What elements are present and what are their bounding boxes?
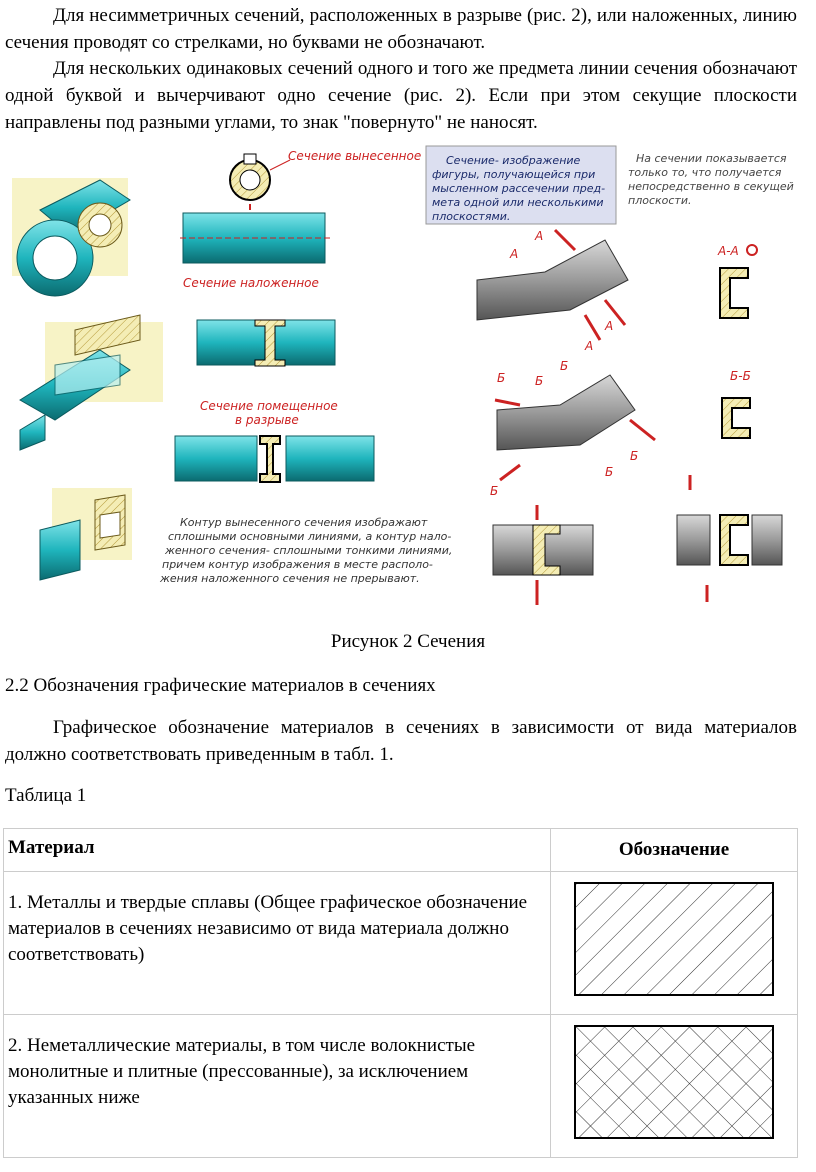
definition-line: мысленном рассечении пред-	[432, 182, 605, 195]
figure-caption: Рисунок 2 Сечения	[330, 631, 486, 652]
label-superimposed-section: Сечение наложенное	[183, 276, 319, 290]
materials-table: Материал Обозначение 1. Металлы и тверды…	[3, 828, 798, 1158]
paragraph-material-designation: Графическое обозначение материалов в сеч…	[5, 717, 797, 765]
note-line: только то, что получается	[628, 166, 782, 179]
note-line: непосредственно в секущей	[628, 180, 794, 193]
letter-a: А	[534, 229, 543, 243]
table-row: 1. Металлы и твердые сплавы (Общее графи…	[3, 871, 798, 1015]
letter-b: Б	[560, 359, 568, 373]
i-beam-3d-drawing	[19, 314, 163, 451]
bent-bar-b: Б Б Б Б Б Б Б-Б	[490, 359, 751, 498]
material-cell: 2. Неметаллические материалы, в том числ…	[3, 1014, 551, 1158]
definition-line: Сечение- изображение	[446, 154, 581, 167]
note-text: На сечении показывается только то, что п…	[628, 152, 794, 207]
section-heading: 2.2 Обозначения графические материалов в…	[5, 675, 436, 696]
contour-note-line: сплошными основными линиями, а контур на…	[168, 530, 451, 543]
definition-line: плоскостями.	[432, 210, 510, 223]
contour-note: Контур вынесенного сечения изображают сп…	[159, 516, 452, 585]
material-cell: 1. Металлы и твердые сплавы (Общее графи…	[3, 871, 551, 1015]
nonmetal-crosshatch-swatch	[574, 1025, 774, 1139]
table-caption: Таблица 1	[5, 785, 87, 806]
letter-a: А	[604, 319, 613, 333]
bent-bar-a: А А А А А-А	[476, 228, 758, 353]
letter-a: А	[509, 247, 518, 261]
channel-3d-drawing	[39, 488, 132, 581]
figure-sections: Сечение вынесенное Сечение наложенное Се…	[12, 145, 794, 605]
table-row: 2. Неметаллические материалы, в том числ…	[3, 1014, 798, 1158]
contour-note-line: женного сечения- сплошными тонкими линия…	[164, 544, 452, 557]
letter-a: А	[584, 339, 593, 353]
paragraph-identical-sections: Для нескольких одинаковых сечений одного…	[5, 58, 797, 133]
label-section-break-1: Сечение помещенное	[200, 399, 338, 413]
label-section-bb: Б-Б	[730, 369, 751, 383]
designation-cell	[550, 1014, 798, 1158]
definition-line: фигуры, получающейся при	[432, 168, 595, 181]
removed-section-example: Сечение вынесенное	[180, 149, 421, 264]
section-in-break-example: Сечение помещенное в разрыве	[174, 399, 375, 483]
label-removed-section: Сечение вынесенное	[288, 149, 421, 163]
pipe-3d-drawing	[12, 178, 131, 297]
note-line: плоскости.	[628, 194, 691, 207]
designation-cell	[550, 871, 798, 1015]
table-header-row: Материал Обозначение	[3, 828, 798, 872]
superimposed-section-example: Сечение наложенное	[183, 276, 336, 367]
label-section-aa: А-А	[717, 244, 739, 258]
definition-box: Сечение- изображение фигуры, получающейс…	[425, 145, 617, 225]
definition-line: мета одной или несколькими	[432, 196, 604, 209]
letter-b: Б	[535, 374, 543, 388]
header-material: Материал	[3, 828, 551, 872]
contour-note-line: жения наложенного сечения не прерывают.	[159, 572, 420, 585]
letter-b: Б	[630, 449, 638, 463]
letter-b: Б	[497, 371, 505, 385]
metal-hatch-swatch	[574, 882, 774, 996]
contour-note-line: причем контур изображения в месте распол…	[162, 558, 433, 571]
contour-note-line: Контур вынесенного сечения изображают	[180, 516, 428, 529]
paragraph-asymmetric-sections: Для несимметричных сечений, расположенны…	[5, 5, 797, 53]
header-designation: Обозначение	[550, 828, 798, 872]
letter-b: Б	[605, 465, 613, 479]
letter-b: Б	[490, 484, 498, 498]
channel-section-examples	[492, 475, 783, 605]
label-section-break-2: в разрыве	[235, 413, 299, 427]
note-line: На сечении показывается	[636, 152, 787, 165]
